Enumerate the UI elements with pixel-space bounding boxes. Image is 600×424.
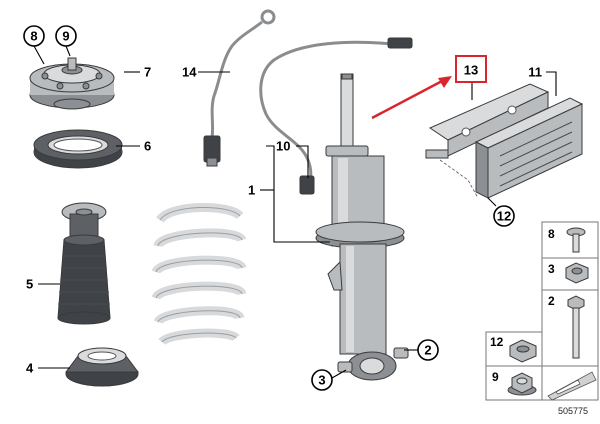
part-coil-spring — [151, 203, 247, 346]
part-bearing-ring — [33, 129, 123, 169]
callout-8[interactable]: 8 — [23, 25, 45, 47]
label-6[interactable]: 6 — [144, 139, 151, 154]
label-5[interactable]: 5 — [26, 277, 33, 292]
part-sensor-wire-10 — [259, 37, 413, 195]
callout-2[interactable]: 2 — [417, 339, 439, 361]
callout-12[interactable]: 12 — [493, 205, 515, 227]
hw-nut-12 — [509, 339, 537, 363]
leader-9 — [65, 45, 71, 57]
hw-label-2[interactable]: 2 — [548, 294, 555, 308]
svg-text:12: 12 — [497, 209, 511, 224]
doc-number: 505775 — [558, 406, 588, 416]
part-sensor-wire-14 — [203, 9, 276, 167]
label-10[interactable]: 10 — [276, 139, 290, 154]
part-bracket — [425, 83, 550, 159]
part-dust-boot — [57, 202, 111, 325]
catalog-end-symbol — [547, 371, 597, 401]
callout-3[interactable]: 3 — [311, 369, 333, 391]
callout-9[interactable]: 9 — [55, 25, 77, 47]
part-top-mount — [29, 57, 115, 110]
leader-8 — [33, 45, 45, 65]
hw-screw-8 — [566, 227, 586, 253]
callout-13-highlight[interactable]: 13 — [455, 55, 487, 83]
hw-nut-9 — [507, 372, 537, 396]
highlight-arrow — [371, 76, 452, 120]
svg-text:13: 13 — [464, 63, 478, 78]
label-11[interactable]: 11 — [528, 65, 542, 80]
hw-label-8[interactable]: 8 — [548, 227, 555, 241]
label-4[interactable]: 4 — [26, 361, 34, 376]
label-1[interactable]: 1 — [248, 183, 255, 198]
hw-label-9[interactable]: 9 — [492, 370, 499, 384]
part-shock-absorber — [315, 73, 409, 381]
svg-text:9: 9 — [62, 29, 69, 44]
leader-lines — [38, 71, 557, 379]
hw-nut-3 — [565, 262, 589, 284]
hw-bolt-2 — [567, 295, 585, 359]
svg-text:3: 3 — [318, 373, 325, 388]
svg-text:2: 2 — [424, 343, 431, 358]
hw-label-3[interactable]: 3 — [548, 262, 555, 276]
hardware-panel — [485, 221, 599, 401]
part-lower-seat — [65, 347, 139, 387]
svg-text:8: 8 — [30, 29, 37, 44]
hw-label-12[interactable]: 12 — [490, 335, 504, 349]
part-control-module — [474, 97, 584, 199]
bolt-path-line — [439, 159, 479, 199]
label-7[interactable]: 7 — [144, 65, 151, 80]
label-14[interactable]: 14 — [182, 65, 197, 80]
